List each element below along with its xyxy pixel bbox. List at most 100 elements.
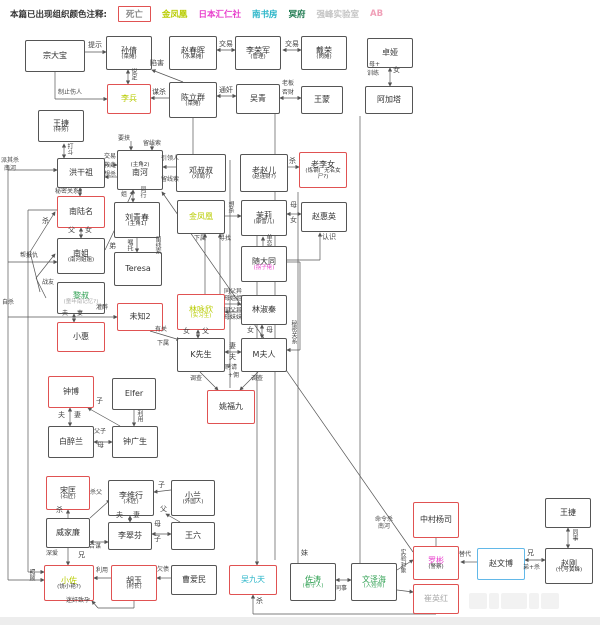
node-zhaohuiying: 赵惠英 [301,202,347,232]
node-xiaohui: 小惠 [57,322,105,352]
node-elfer: Elfer [112,378,156,410]
node-label: 孙倩 [121,45,137,55]
node-label: 李维行 [119,490,143,500]
node-label: (代号黄蜂) [555,566,583,573]
node-label: 宋匡 [60,485,76,495]
node-label: 陈立群 [181,92,205,102]
node-liweixing: 李维行(木匠) [108,480,154,516]
node-wenzehai: 文泽海(入殓师) [351,563,397,601]
node-label: 金凤凰 [189,212,213,222]
node-label: (童年南记忆?) [63,298,99,305]
node-label: 洪干祖 [69,168,93,178]
node-songkuang: 宋匡(石匠) [46,476,90,510]
node-laolinv: 老李女(炼钢厂无名女尸?) [299,152,347,188]
node-luobin: 罗彬(警察) [413,546,459,580]
node-label: 南河 [132,168,148,178]
node-label: 吴九天 [241,575,265,585]
node-zhongbo: 钟博 [48,376,94,408]
node-label: 宗大宝 [43,51,67,61]
node-lishu: 黎叔(童年南记忆?) [57,282,105,314]
node-nanjie: 南姐(南河姐姐) [57,238,105,274]
node-label: 李荣军 [246,45,270,55]
node-label: 赵春晖 [181,45,205,55]
node-label: 姚福九 [219,402,243,412]
node-label: (水果摊) [182,53,204,60]
node-lirongjun: 李荣军(管理) [235,36,281,70]
node-weijialian: 威家廉 [46,518,90,548]
node-label: (南河姐姐) [67,256,95,263]
node-jinfenghuang: 金凤凰 [177,200,225,234]
node-label: 崔英红 [424,594,448,604]
legend-item-1: 金凤凰 [161,10,188,20]
node-label: 小惠 [73,332,89,342]
node-label: 吴青 [250,94,266,104]
node-wangjie2: 王捷 [545,498,591,528]
node-laozhaoer: 老赵儿(赵连财?) [240,154,288,192]
node-zhaochunhui: 赵春晖(水果摊) [169,36,217,70]
node-wuqing: 吴青 [236,84,280,114]
legend-title: 本篇已出现组织颜色注释: [10,10,107,20]
node-label: 李兵 [121,94,137,104]
node-weizhi2: 未知2 [117,303,163,331]
node-label: 林淑秦 [252,305,276,315]
node-label: 中村杨司 [420,515,452,525]
node-zhongguangsheng: 钟广生 [112,426,158,458]
node-label: (警察) [428,563,444,570]
node-suidatong: 随大同(拐子佬) [241,246,287,282]
node-label: 老李女 [311,159,335,169]
legend-item-3: 南书房 [251,10,278,20]
node-label: 南陆名 [69,207,93,217]
node-label: (拐子佬) [253,264,275,271]
legend-item-2: 日本汇仁社 [198,10,241,20]
legend-item-4: 冥府 [288,10,306,20]
node-label: (康雪儿) [253,218,275,225]
node-zongdabao: 宗大宝 [25,40,85,72]
node-teresa: Teresa [114,252,162,286]
node-label: (赵连财?) [252,173,276,180]
node-label: 赵文博 [489,559,513,569]
node-label: 白醉兰 [59,437,83,447]
node-label: 王捷 [53,118,69,128]
node-label: (菜摊) [121,53,137,60]
node-label: K先生 [190,350,212,360]
node-label: (入殓师) [363,582,385,589]
node-label: M夫人 [252,350,276,360]
node-label: (饶小艳?) [57,583,81,590]
node-label: Elfer [124,389,144,399]
node-label: 文泽海 [362,574,386,584]
node-kxiansheng: K先生 [177,338,225,372]
node-dengshushu: 邓叔叔(邓局?) [176,154,226,192]
node-wangjie-spy: 王捷(特务) [38,110,84,142]
node-label: 黎叔 [73,290,89,300]
node-label: (木匠) [123,498,139,505]
node-label: 佐涛 [305,574,321,584]
node-wujiutian: 吴九天 [229,565,277,595]
node-label: (炼钢厂无名女尸?) [305,167,341,180]
node-wangliu: 王六 [171,522,215,550]
node-zhongcunyangsi: 中村杨司 [413,502,459,538]
node-label: 威家廉 [56,528,80,538]
node-label: 阿加塔 [377,95,401,105]
node-label: 老赵儿 [252,165,276,175]
node-huyu: 胡玉(村长) [111,565,157,601]
node-moli: 茉莉(康雪儿) [241,200,287,236]
node-chenliqun: 陈立群(菜摊) [169,82,217,118]
node-label: 赵惠英 [312,212,336,222]
node-xiaozuo: 小佐(饶小艳?) [44,565,94,601]
node-label: 曹爱民 [182,575,206,585]
node-label: 王蒙 [314,95,330,105]
node-dairong: 戴荣(肉摊) [301,36,347,70]
node-label: 钟广生 [123,437,147,447]
node-label: (肉摊) [316,53,332,60]
page-bottom-strip [0,617,600,625]
node-wangmeng: 王蒙 [301,86,343,114]
node-label: (邓局?) [191,173,211,180]
legend-item-5: 强峰实验室 [316,10,359,20]
legend-item-6: AB [370,9,384,19]
node-label: 邓叔叔 [189,165,213,175]
node-baizuilan: 白醉兰 [48,426,94,458]
node-label: 小佐 [61,575,77,585]
